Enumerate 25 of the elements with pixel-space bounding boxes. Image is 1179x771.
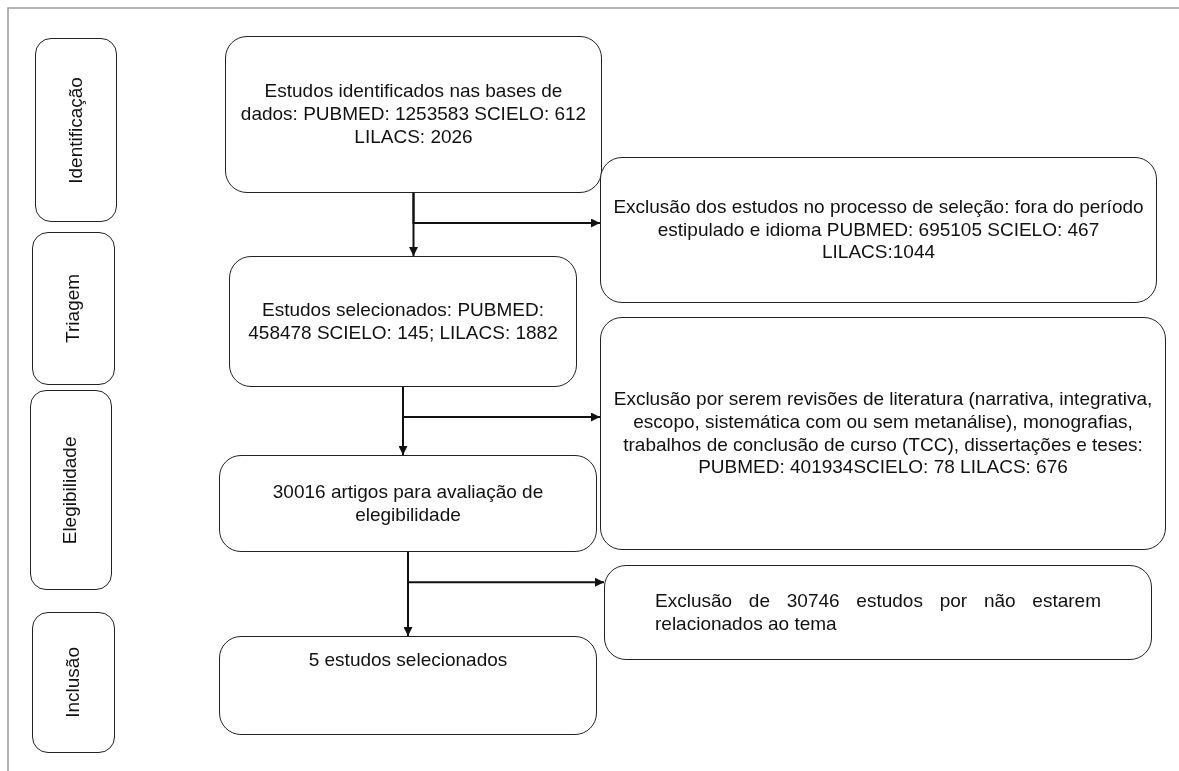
phase-label-box [32,232,115,385]
process-box [225,36,602,193]
process-box [604,565,1152,660]
phase-label-box [30,390,112,590]
phase-label-box [35,38,117,222]
box-text: Estudos identificados nas bases de dados: PUBMED: 1253583 SCIELO: 612 LILACS: 2026 [239,80,588,149]
phase-label-box [32,612,115,753]
process-box [600,317,1166,550]
process-box [600,157,1157,303]
arrow [402,386,601,422]
phase-label: Elegibilidade [59,436,82,544]
process-box [229,256,577,387]
phase-label: Identificação [64,76,87,184]
box-text: 30016 artigos para avaliação de elegibilidade [271,480,545,527]
phase-label: Triagem [62,274,85,343]
process-box [219,636,597,735]
box-text: 5 estudos selecionados [308,649,508,672]
phase-label: Inclusão [62,647,85,718]
box-text: Exclusão de 30746 estudos por não estarem relacionados ao tema [654,589,1102,636]
box-text: Exclusão por serem revisões de literatura (narrativa, integrativa, escopo, sistemática com ou sem metanálise), monografias, trabalhos de conclusão de curso (TCC), dissertações e teses: PUBMED: 401934SCIELO: 78 LILACS: 676 [612,387,1154,480]
box-text: Estudos selecionados: PUBMED: 458478 SCIELO: 145; LILACS: 1882 [247,298,559,345]
arrow [407,551,605,587]
box-text: Exclusão dos estudos no processo de seleção: fora do período estipulado e idioma PUBMED: 695105 SCIELO: 467 LILACS:1044 [612,195,1145,265]
process-box [219,455,597,552]
arrow [412,192,601,228]
